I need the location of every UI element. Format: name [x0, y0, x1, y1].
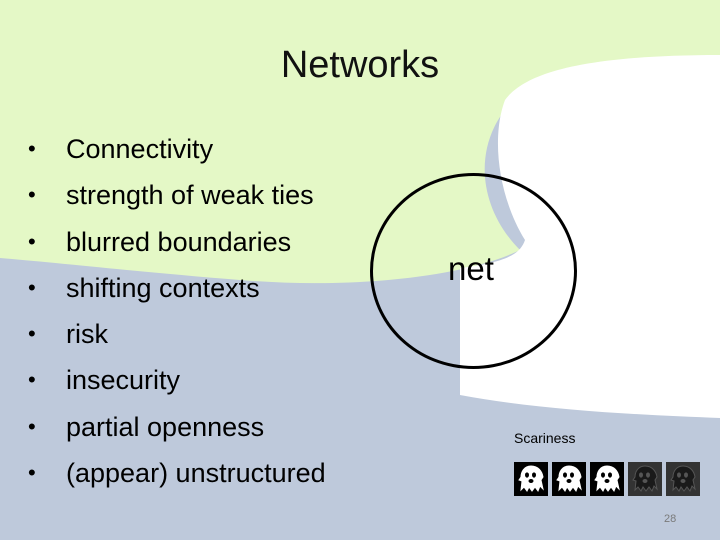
bullet-item: insecurity [28, 357, 326, 403]
scariness-label: Scariness [514, 430, 576, 446]
page-number: 28 [664, 513, 677, 525]
bullet-item: risk [28, 311, 326, 357]
ghost-icon [628, 462, 662, 496]
bullet-item: Connectivity [28, 126, 326, 172]
net-circle [370, 173, 577, 369]
ghost-icon [666, 462, 700, 496]
ghost-icon [552, 462, 586, 496]
bullet-item: blurred boundaries [28, 219, 326, 265]
bullet-item: partial openness [28, 404, 326, 450]
scariness-rating [514, 462, 700, 496]
ghost-icon [590, 462, 624, 496]
bullet-item: shifting contexts [28, 265, 326, 311]
net-label: net [448, 250, 494, 287]
bullet-item: strength of weak ties [28, 172, 326, 218]
ghost-icon [514, 462, 548, 496]
slide-title: Networks [280, 44, 440, 86]
bullet-list: Connectivity strength of weak ties blurr… [28, 126, 326, 496]
bullet-item: (appear) unstructured [28, 450, 326, 496]
